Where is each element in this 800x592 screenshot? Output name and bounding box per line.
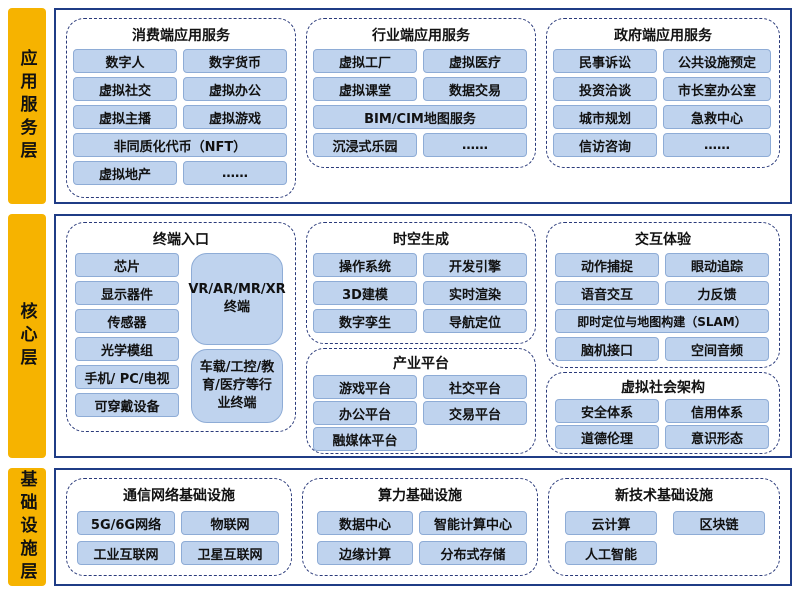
society-group: 虚拟社会架构 安全体系 信用体系 道德伦理 意识形态 bbox=[546, 372, 780, 454]
spacetime-group: 时空生成 操作系统 开发引擎 3D建模 实时渲染 数字孪生 导航定位 bbox=[306, 222, 536, 344]
chip-virtual-office: 虚拟办公 bbox=[183, 77, 287, 101]
interaction-title: 交互体验 bbox=[635, 232, 691, 248]
base-layer: 通信网络基础设施 5G/6G网络 物联网 工业互联网 卫星互联网 算力基础设施 … bbox=[54, 468, 792, 586]
chip-industry-more: …… bbox=[423, 133, 527, 157]
chip-emergency: 急救中心 bbox=[663, 105, 771, 129]
platform-group: 产业平台 游戏平台 社交平台 办公平台 交易平台 融媒体平台 bbox=[306, 348, 536, 454]
layer-label-app: 应用服务层 bbox=[8, 8, 46, 204]
chip-immersive-park: 沉浸式乐园 bbox=[313, 133, 417, 157]
platform-title: 产业平台 bbox=[393, 356, 449, 372]
chip-force-feedback: 力反馈 bbox=[665, 281, 769, 305]
chip-cloud: 云计算 bbox=[565, 511, 657, 535]
core-layer: 终端入口 芯片 显示器件 传感器 光学模组 手机/ PC/电视 可穿戴设备 VR… bbox=[54, 214, 792, 458]
chip-nft: 非同质化代币（NFT） bbox=[73, 133, 287, 157]
chip-virtual-classroom: 虚拟课堂 bbox=[313, 77, 417, 101]
terminal-title: 终端入口 bbox=[153, 232, 209, 248]
chip-digital-currency: 数字货币 bbox=[183, 49, 287, 73]
chip-ai: 人工智能 bbox=[565, 541, 657, 565]
chip-mayor-office: 市长室办公室 bbox=[663, 77, 771, 101]
chip-ai-computing: 智能计算中心 bbox=[419, 511, 527, 535]
chip-virtual-factory: 虚拟工厂 bbox=[313, 49, 417, 73]
chip-edge-computing: 边缘计算 bbox=[317, 541, 413, 565]
chip-credit: 信用体系 bbox=[665, 399, 769, 423]
layer-label-base-text: 基础设施层 bbox=[16, 469, 37, 585]
chip-game-platform: 游戏平台 bbox=[313, 375, 417, 399]
chip-ethics: 道德伦理 bbox=[555, 425, 659, 449]
chip-data-center: 数据中心 bbox=[317, 511, 413, 535]
chip-iot: 物联网 bbox=[181, 511, 279, 535]
chip-trading-platform: 交易平台 bbox=[423, 401, 527, 425]
chip-eye-tracking: 眼动追踪 bbox=[665, 253, 769, 277]
chip-realtime-render: 实时渲染 bbox=[423, 281, 527, 305]
layer-label-app-text: 应用服务层 bbox=[16, 48, 37, 164]
consumer-apps-group: 消费端应用服务 数字人 数字货币 虚拟社交 虚拟办公 虚拟主播 虚拟游戏 非同质… bbox=[66, 18, 296, 198]
newtech-group: 新技术基础设施 云计算 区块链 人工智能 bbox=[548, 478, 780, 576]
chip-gov-more: …… bbox=[663, 133, 771, 157]
interaction-group: 交互体验 动作捕捉 眼动追踪 语音交互 力反馈 即时定位与地图构建（SLAM） … bbox=[546, 222, 780, 368]
chip-ideology: 意识形态 bbox=[665, 425, 769, 449]
chip-media-platform: 融媒体平台 bbox=[313, 427, 417, 451]
chip-industrial-internet: 工业互联网 bbox=[77, 541, 175, 565]
chip-virtual-social: 虚拟社交 bbox=[73, 77, 177, 101]
chip-distributed-storage: 分布式存储 bbox=[419, 541, 527, 565]
chip-digital-twin: 数字孪生 bbox=[313, 309, 417, 333]
network-title: 通信网络基础设施 bbox=[123, 488, 235, 504]
chip-satellite-internet: 卫星互联网 bbox=[181, 541, 279, 565]
chip-voice: 语音交互 bbox=[555, 281, 659, 305]
chip-motion-capture: 动作捕捉 bbox=[555, 253, 659, 277]
chip-bim-cim: BIM/CIM地图服务 bbox=[313, 105, 527, 129]
chip-virtual-anchor: 虚拟主播 bbox=[73, 105, 177, 129]
chip-vr-ar-terminal: VR/AR/MR/XR终端 bbox=[188, 253, 286, 345]
terminal-group: 终端入口 芯片 显示器件 传感器 光学模组 手机/ PC/电视 可穿戴设备 VR… bbox=[66, 222, 296, 432]
chip-5g6g: 5G/6G网络 bbox=[77, 511, 175, 535]
chip-blockchain: 区块链 bbox=[673, 511, 765, 535]
layer-label-base: 基础设施层 bbox=[8, 468, 46, 586]
chip-data-trading: 数据交易 bbox=[423, 77, 527, 101]
chip-dev-engine: 开发引擎 bbox=[423, 253, 527, 277]
chip-optical: 光学模组 bbox=[75, 337, 179, 361]
chip-display: 显示器件 bbox=[75, 281, 179, 305]
compute-group: 算力基础设施 数据中心 智能计算中心 边缘计算 分布式存储 bbox=[302, 478, 538, 576]
chip-office-platform: 办公平台 bbox=[313, 401, 417, 425]
newtech-title: 新技术基础设施 bbox=[615, 488, 713, 504]
compute-title: 算力基础设施 bbox=[378, 488, 462, 504]
gov-apps-title: 政府端应用服务 bbox=[614, 28, 712, 44]
chip-sensor: 传感器 bbox=[75, 309, 179, 333]
layer-label-core: 核心层 bbox=[8, 214, 46, 458]
chip-vehicle-terminal: 车载/工控/教育/医疗等行业终端 bbox=[191, 349, 283, 423]
layer-label-core-text: 核心层 bbox=[16, 301, 37, 371]
chip-phone-pc-tv: 手机/ PC/电视 bbox=[75, 365, 179, 389]
chip-digital-human: 数字人 bbox=[73, 49, 177, 73]
chip-spatial-audio: 空间音频 bbox=[665, 337, 769, 361]
consumer-apps-title: 消费端应用服务 bbox=[132, 28, 230, 44]
society-title: 虚拟社会架构 bbox=[621, 380, 705, 396]
chip-public-facility: 公共设施预定 bbox=[663, 49, 771, 73]
chip-navigation: 导航定位 bbox=[423, 309, 527, 333]
chip-petition: 信访咨询 bbox=[553, 133, 657, 157]
chip-urban-planning: 城市规划 bbox=[553, 105, 657, 129]
chip-investment: 投资洽谈 bbox=[553, 77, 657, 101]
chip-security: 安全体系 bbox=[555, 399, 659, 423]
chip-wearable: 可穿戴设备 bbox=[75, 393, 179, 417]
network-group: 通信网络基础设施 5G/6G网络 物联网 工业互联网 卫星互联网 bbox=[66, 478, 292, 576]
spacetime-title: 时空生成 bbox=[393, 232, 449, 248]
chip-civil-litigation: 民事诉讼 bbox=[553, 49, 657, 73]
chip-virtual-medical: 虚拟医疗 bbox=[423, 49, 527, 73]
chip-social-platform: 社交平台 bbox=[423, 375, 527, 399]
chip-chip: 芯片 bbox=[75, 253, 179, 277]
chip-virtual-game: 虚拟游戏 bbox=[183, 105, 287, 129]
industry-apps-title: 行业端应用服务 bbox=[372, 28, 470, 44]
chip-consumer-more: …… bbox=[183, 161, 287, 185]
chip-slam: 即时定位与地图构建（SLAM） bbox=[555, 309, 769, 333]
chip-3d-modeling: 3D建模 bbox=[313, 281, 417, 305]
industry-apps-group: 行业端应用服务 虚拟工厂 虚拟医疗 虚拟课堂 数据交易 BIM/CIM地图服务 … bbox=[306, 18, 536, 168]
chip-bci: 脑机接口 bbox=[555, 337, 659, 361]
app-layer: 消费端应用服务 数字人 数字货币 虚拟社交 虚拟办公 虚拟主播 虚拟游戏 非同质… bbox=[54, 8, 792, 204]
chip-os: 操作系统 bbox=[313, 253, 417, 277]
chip-virtual-estate: 虚拟地产 bbox=[73, 161, 177, 185]
gov-apps-group: 政府端应用服务 民事诉讼 公共设施预定 投资洽谈 市长室办公室 城市规划 急救中… bbox=[546, 18, 780, 168]
